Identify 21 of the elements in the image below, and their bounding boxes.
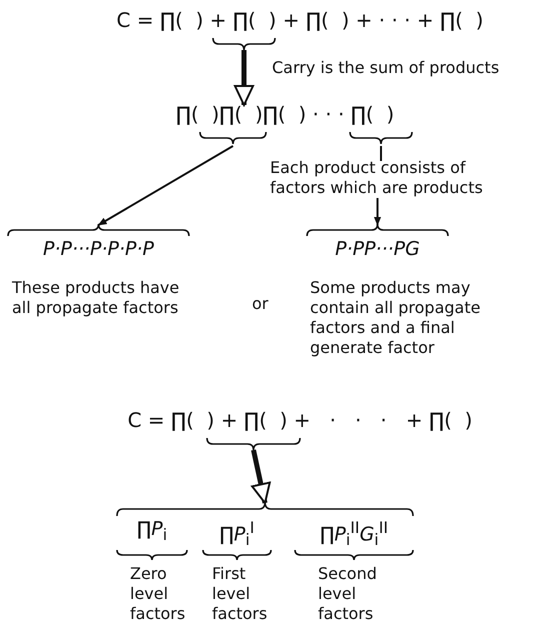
formula: C = ∏( ) + ∏( ) + · · · + ∏( ) — [128, 408, 472, 432]
caption-text: Some products may contain all propagate factors and a final generate factor — [310, 278, 482, 358]
double-arrow — [251, 449, 271, 504]
formula: P·P···P·P·P·P — [42, 238, 154, 260]
arrow — [98, 145, 234, 226]
formula: ∏( )∏( )∏( ) · · · ∏( ) — [176, 102, 394, 126]
edge-label: Carry is the sum of products — [272, 58, 500, 78]
formula: C = ∏( ) + ∏( ) + ∏( ) + · · · + ∏( ) — [116, 8, 484, 32]
caption-text: These products have all propagate factors — [12, 278, 180, 318]
conjunction-text: or — [252, 294, 268, 314]
brace-group — [115, 500, 415, 562]
formula: P·PP···PG — [335, 238, 420, 260]
factor-group — [117, 518, 187, 562]
caption-text: Zero level factors — [130, 564, 186, 624]
caption-text: Second level factors — [318, 564, 378, 624]
formula: ∏P$_{i}$ — [136, 518, 168, 544]
note-text: Each product consists of factors which are products — [270, 158, 484, 198]
double-arrow — [234, 50, 254, 106]
caption-text: First level factors — [212, 564, 268, 624]
arrow — [374, 198, 382, 226]
connector-line — [380, 146, 382, 161]
